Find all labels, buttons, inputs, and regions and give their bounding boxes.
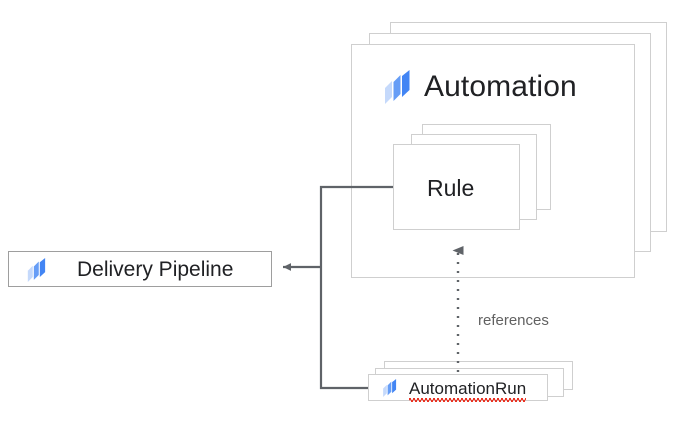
google-cloud-deploy-icon: [25, 258, 49, 282]
delivery-pipeline-box[interactable]: [8, 251, 272, 287]
google-cloud-deploy-icon: [381, 379, 399, 397]
edge-automation-run-to-bus: [319, 267, 368, 390]
google-cloud-deploy-icon: [381, 70, 415, 104]
automation-run-label: AutomationRun: [409, 379, 527, 398]
automation-title: Automation: [424, 70, 577, 103]
delivery-pipeline-label: Delivery Pipeline: [77, 258, 234, 281]
edge-label-references: references: [478, 312, 549, 329]
rule-label: Rule: [427, 175, 475, 201]
rule-box[interactable]: [393, 144, 520, 230]
